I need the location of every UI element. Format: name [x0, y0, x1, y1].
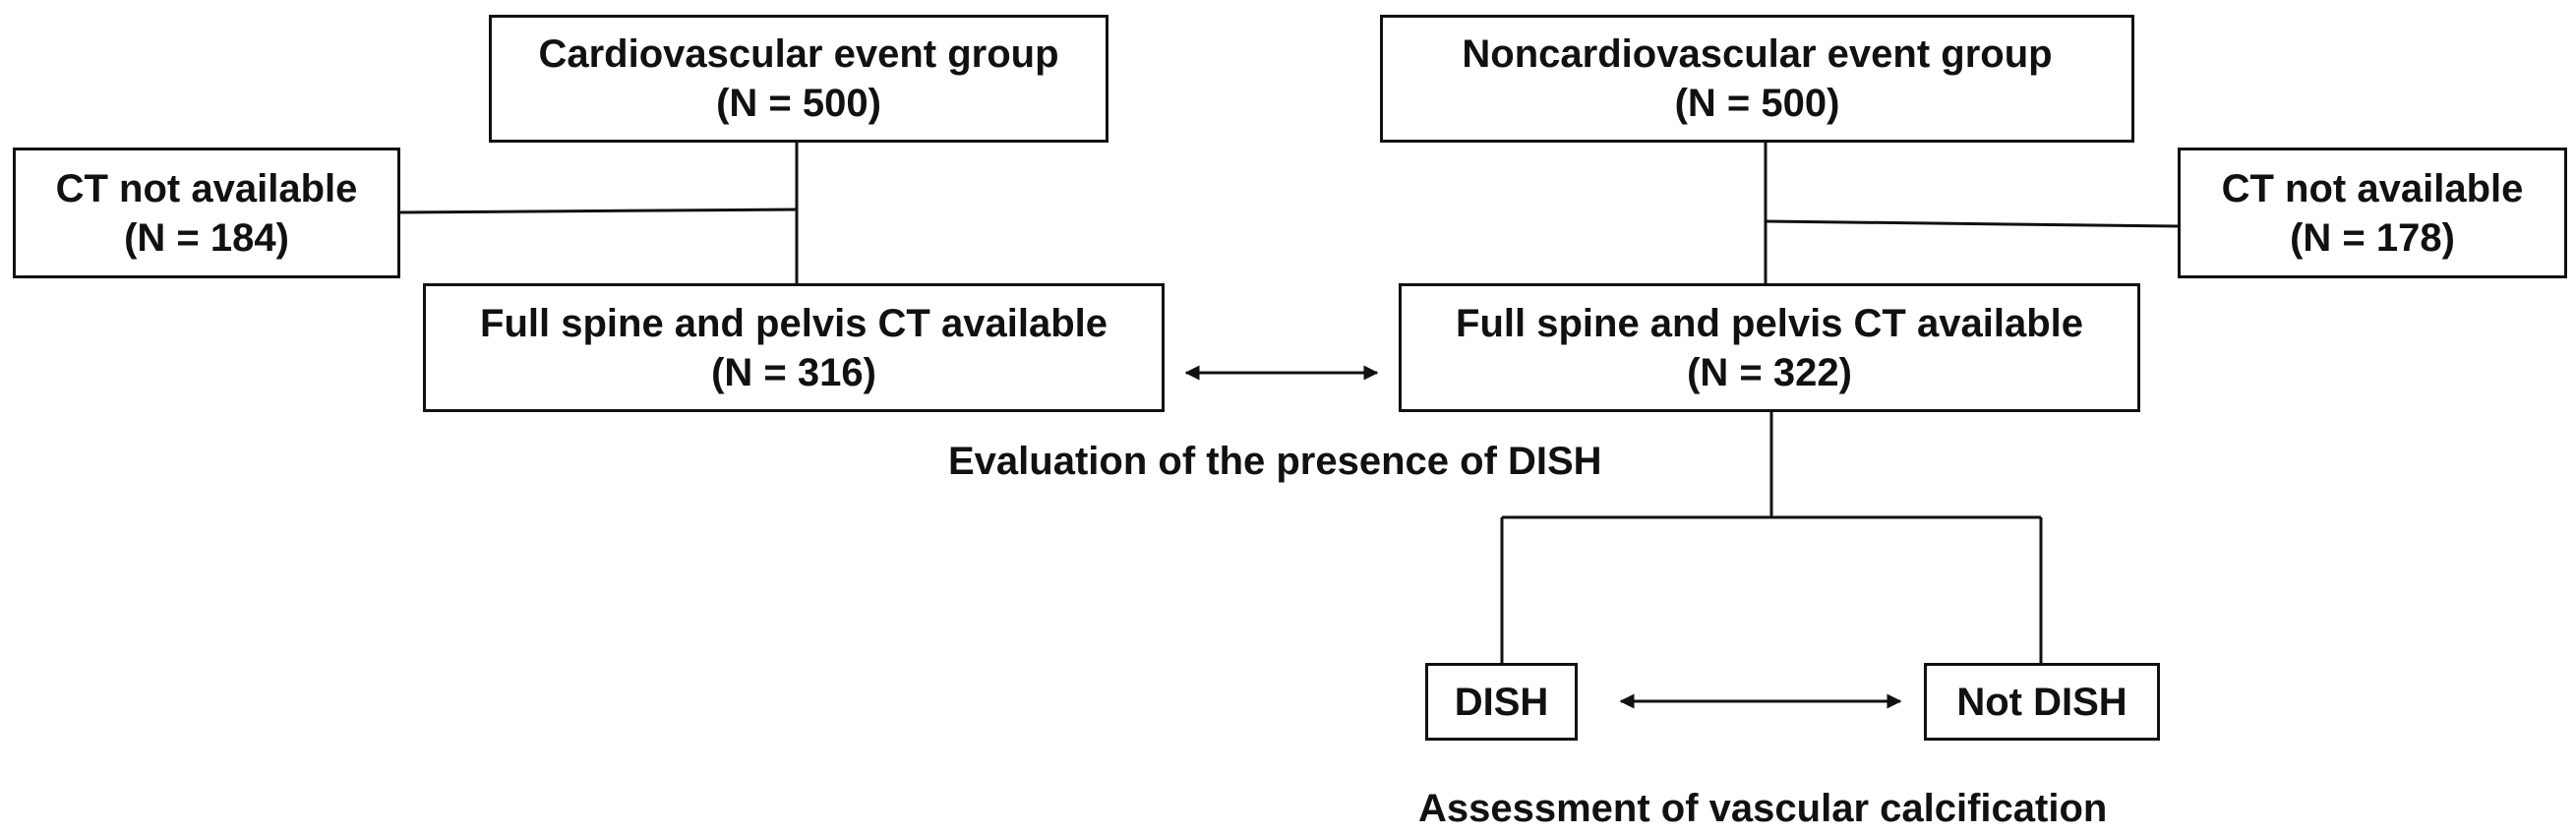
right-ct-not-available-count: (N = 178): [2290, 215, 2455, 260]
right-ct-not-available-title: CT not available: [2221, 166, 2524, 210]
connector-left-exclusion: [397, 208, 798, 214]
noncardiovascular-group-title: Noncardiovascular event group: [1462, 32, 2053, 76]
left-ct-not-available-title: CT not available: [55, 166, 358, 210]
cardiovascular-group-box: Cardiovascular event group (N = 500): [489, 15, 1108, 143]
right-ct-available-box: Full spine and pelvis CT available (N = …: [1399, 283, 2140, 412]
left-ct-available-box: Full spine and pelvis CT available (N = …: [423, 283, 1165, 412]
dish-box: DISH: [1425, 663, 1578, 741]
left-ct-available-title: Full spine and pelvis CT available: [480, 301, 1108, 345]
right-ct-not-available-box: CT not available (N = 178): [2178, 148, 2567, 278]
left-ct-not-available-box: CT not available (N = 184): [13, 148, 400, 278]
right-ct-available-title: Full spine and pelvis CT available: [1456, 301, 2083, 345]
dish-label: DISH: [1454, 680, 1549, 724]
left-ct-available-count: (N = 316): [711, 350, 876, 394]
cardiovascular-group-count: (N = 500): [716, 82, 881, 125]
cardiovascular-group-title: Cardiovascular event group: [538, 32, 1059, 76]
left-ct-not-available-count: (N = 184): [124, 215, 289, 260]
noncardiovascular-group-box: Noncardiovascular event group (N = 500): [1380, 15, 2134, 143]
vascular-calcification-caption: Assessment of vascular calcification: [1418, 787, 2108, 830]
right-ct-available-count: (N = 322): [1687, 350, 1852, 394]
noncardiovascular-group-count: (N = 500): [1674, 82, 1840, 125]
not-dish-label: Not DISH: [1956, 680, 2127, 724]
dish-evaluation-caption: Evaluation of the presence of DISH: [948, 440, 1602, 483]
not-dish-box: Not DISH: [1924, 663, 2160, 741]
connector-right-exclusion: [1765, 219, 2181, 228]
